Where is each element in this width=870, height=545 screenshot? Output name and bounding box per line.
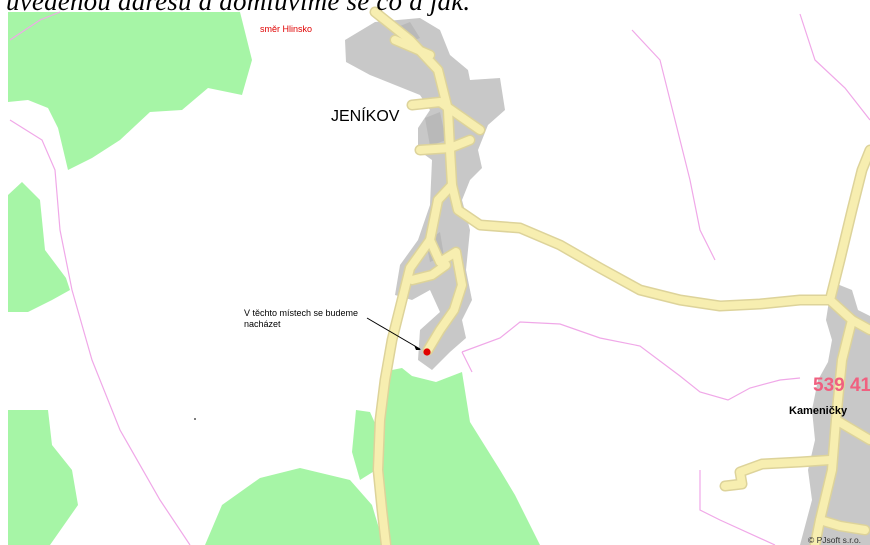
boundary-lines: [9, 11, 870, 545]
village-label-kamenicky: Kameničky: [789, 405, 848, 417]
note-label-line1: V těchto místech se budeme: [244, 308, 358, 318]
boundary-east-lower: [631, 29, 716, 261]
postal-code-label: 539 41: [813, 375, 870, 396]
boundary-center: [461, 321, 801, 401]
forest-northwest-edge: [8, 18, 28, 60]
roads: [369, 6, 870, 545]
boundary-center-south: [461, 351, 473, 373]
forest-northwest: [8, 12, 252, 170]
boundary-southeast: [699, 470, 776, 545]
leader-arrow-icon: [366, 317, 421, 350]
page-heading: uvedenou adresu a domluvíme se co a jak.: [6, 0, 471, 16]
village-label-jenikov: JENÍKOV: [331, 106, 400, 125]
boundary-northwest: [9, 11, 61, 41]
direction-label: směr Hlinsko: [260, 24, 312, 34]
forest-southwest: [8, 410, 78, 545]
forest-west-strip: [8, 182, 70, 312]
location-marker-icon[interactable]: [423, 348, 431, 356]
note-label-line2: nacházet: [244, 319, 281, 329]
forest-areas: [8, 12, 540, 545]
forest-south-bottom: [205, 468, 384, 545]
forest-south-center: [380, 368, 540, 545]
copyright-label: © PJsoft s.r.o.: [808, 535, 861, 545]
forest-south-left: [352, 410, 378, 480]
boundary-west: [9, 119, 191, 545]
boundary-east-upper: [799, 13, 870, 121]
map-dot: [194, 418, 196, 420]
